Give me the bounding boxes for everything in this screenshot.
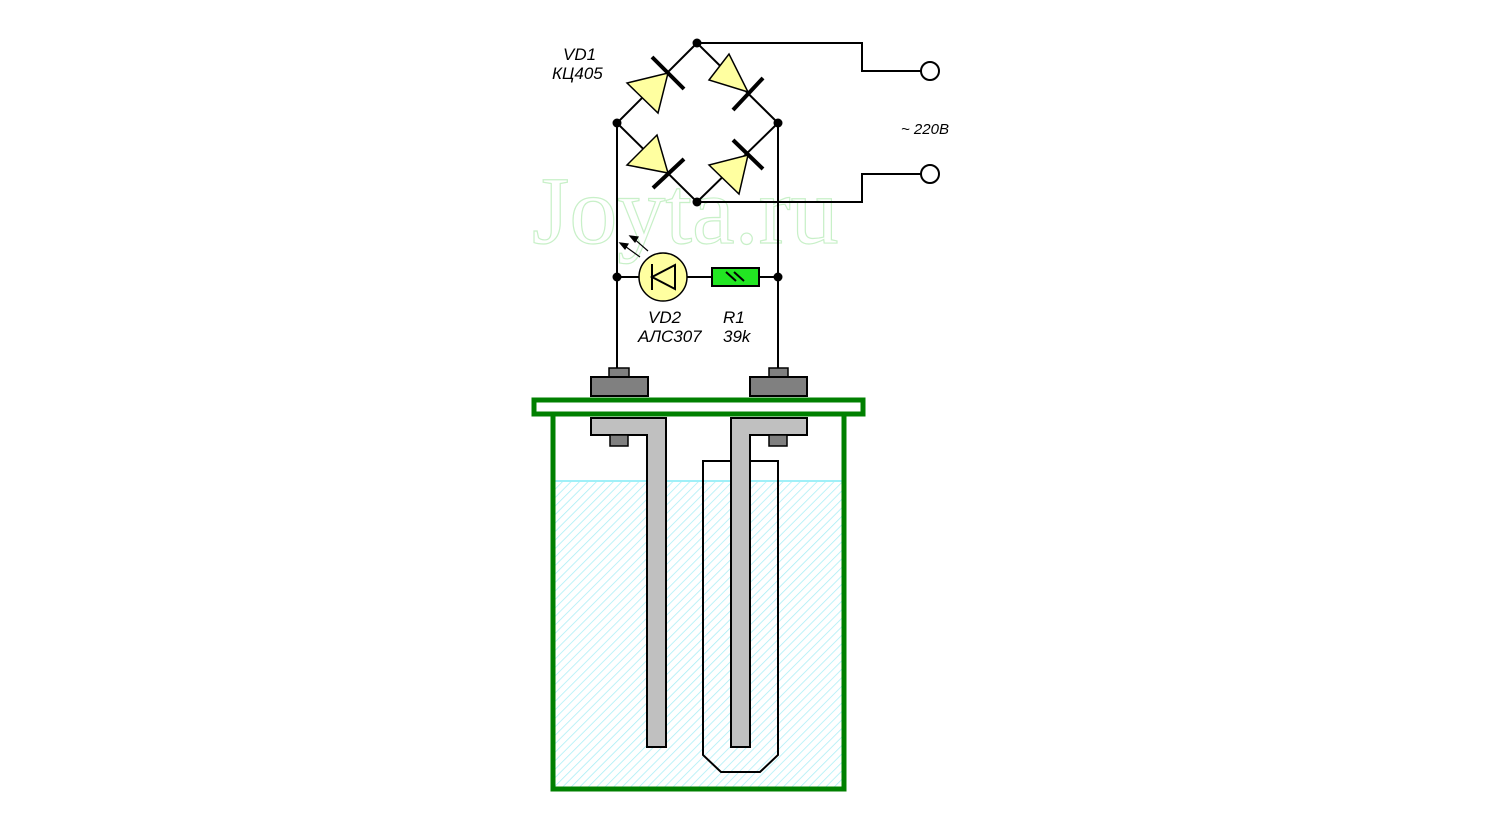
watermark: Joyta.ru — [532, 157, 839, 264]
terminal-2 — [920, 164, 940, 184]
terminal-nut-left — [590, 376, 649, 397]
terminal-nut-right — [749, 376, 808, 397]
resistor-value-label: 39k — [723, 327, 752, 346]
junction-nodes — [612, 38, 783, 282]
led-vd2 — [618, 235, 688, 302]
water-tank — [531, 367, 866, 792]
diode-upper-right — [707, 52, 765, 112]
resistor-ref-label: R1 — [723, 308, 745, 327]
heater-tube — [702, 460, 779, 773]
bridge-part-label: КЦ405 — [552, 64, 603, 83]
led-part-label: АЛС307 — [637, 327, 702, 346]
led-ref-label: VD2 — [648, 308, 682, 327]
light-arrows-icon — [618, 235, 649, 258]
terminal-1 — [920, 61, 940, 81]
supply-terminals — [920, 61, 940, 184]
bridge-ref-label: VD1 — [563, 45, 596, 64]
water — [555, 481, 842, 788]
bridge-diodes — [625, 52, 765, 196]
resistor-r1 — [711, 267, 760, 287]
diode-lower-left — [625, 133, 686, 190]
electrode-left — [590, 417, 667, 748]
diode-lower-right — [707, 138, 765, 196]
tank-lid — [531, 397, 866, 417]
diode-upper-left — [625, 55, 686, 115]
electrode-right — [730, 417, 808, 748]
supply-label: ~ 220В — [901, 121, 949, 138]
